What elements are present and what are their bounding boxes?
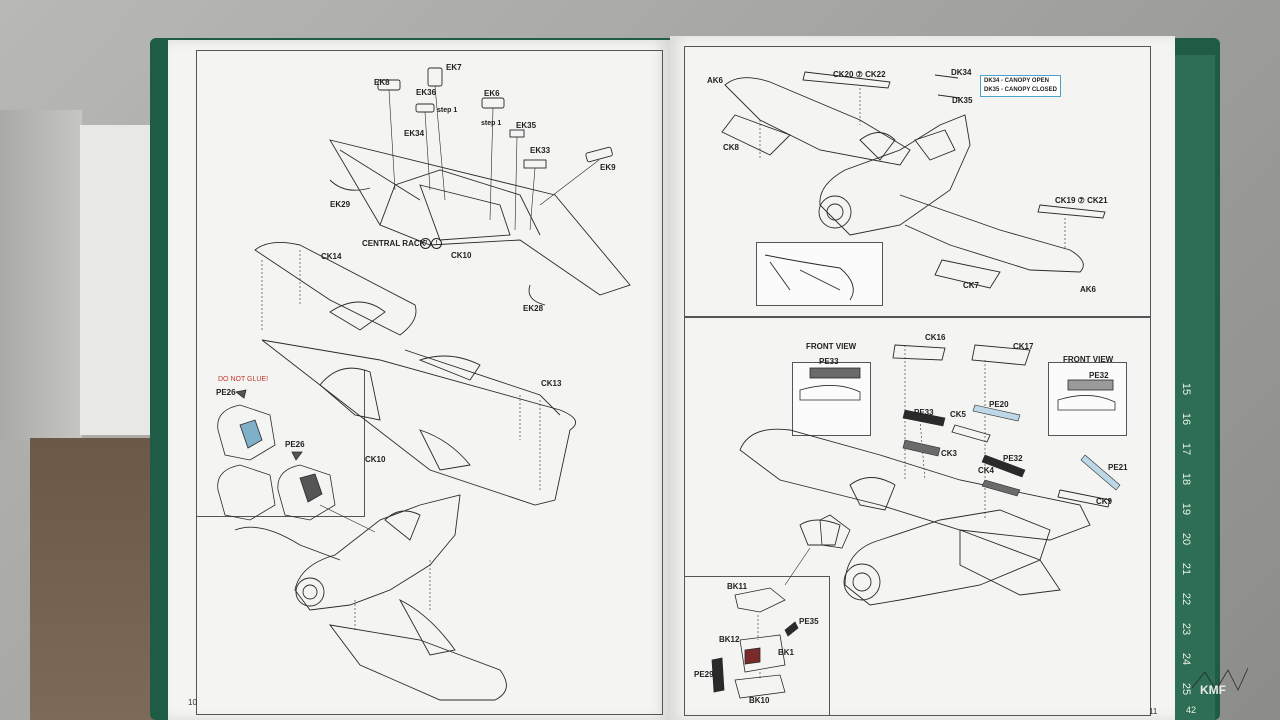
info-icon: ! bbox=[431, 238, 442, 249]
upper-fuselage bbox=[819, 114, 971, 236]
part-label: AK6 bbox=[707, 76, 724, 85]
lower-left-subpanel bbox=[684, 576, 830, 715]
part-label: BK12 bbox=[719, 635, 740, 644]
part-label: BK11 bbox=[727, 582, 748, 591]
ruler-corner-number: 42 bbox=[1186, 705, 1197, 715]
step-label: step 1 bbox=[481, 120, 502, 127]
part-label: CK13 bbox=[541, 379, 562, 388]
part-label: EK28 bbox=[523, 304, 544, 313]
part-label: EK36 bbox=[416, 88, 437, 97]
part-label: CK17 bbox=[1013, 342, 1034, 351]
part-label: CK10 bbox=[365, 455, 386, 464]
part-label: PE33 bbox=[914, 408, 934, 417]
part-label: EK9 bbox=[600, 163, 616, 172]
mat-ruler-strip bbox=[1175, 55, 1215, 720]
part-label: CK19 ⑦ CK21 bbox=[1055, 196, 1108, 205]
part-label: EK7 bbox=[446, 63, 462, 72]
part-label: EK29 bbox=[330, 200, 351, 209]
part-label: PE26 bbox=[285, 440, 305, 449]
upper-right-wing bbox=[899, 194, 1084, 273]
part-label: CK20 ⑦ CK22 bbox=[833, 70, 886, 79]
front-view-label: FRONT VIEW bbox=[806, 342, 857, 351]
question-icon: ? bbox=[420, 238, 431, 249]
fuselage-lower bbox=[294, 494, 461, 611]
part-label: PE33 bbox=[819, 357, 839, 366]
part-label: AK6 bbox=[1080, 285, 1097, 294]
part-label: PE32 bbox=[1003, 454, 1023, 463]
warning-panel-frame bbox=[196, 370, 365, 517]
lower-wing bbox=[739, 428, 1091, 541]
part-label: BK1 bbox=[778, 648, 795, 657]
part-label: PE32 bbox=[1089, 371, 1109, 380]
part-label: EK33 bbox=[530, 146, 551, 155]
part-label: CK10 bbox=[451, 251, 472, 260]
part-label: CK14 bbox=[321, 252, 342, 261]
part-label: PE21 bbox=[1108, 463, 1128, 472]
step-label: step 1 bbox=[437, 107, 458, 114]
part-label: CK5 bbox=[950, 410, 967, 419]
part-label: PE29 bbox=[694, 670, 714, 679]
legend-canopy-closed: DK35 - CANOPY CLOSED bbox=[984, 87, 1057, 93]
page-number: 10 bbox=[188, 698, 197, 707]
right-upper-panel bbox=[684, 46, 1151, 318]
part-label: CK3 bbox=[941, 449, 958, 458]
right-lower-panel bbox=[684, 316, 1151, 716]
part-label: EK35 bbox=[516, 121, 537, 130]
part-label: PE35 bbox=[799, 617, 819, 626]
part-label: DK35 bbox=[952, 96, 973, 105]
lower-fuselage bbox=[844, 509, 1051, 606]
left-page-frame bbox=[196, 50, 663, 715]
fuselage-wing-outline bbox=[261, 339, 577, 506]
part-label: CK16 bbox=[925, 333, 946, 342]
wing-floor-outline bbox=[329, 139, 631, 296]
upper-wing-outline bbox=[254, 241, 417, 336]
part-label: PE26 bbox=[216, 388, 236, 397]
wood-board bbox=[30, 438, 155, 720]
part-label: CK8 bbox=[723, 143, 740, 152]
canopy-legend: DK34 - CANOPY OPEN DK35 - CANOPY CLOSED bbox=[980, 75, 1061, 97]
part-label: CK4 bbox=[978, 466, 995, 475]
part-label: EK6 bbox=[484, 89, 500, 98]
lower-wing-outline bbox=[328, 624, 507, 701]
part-label: CK9 bbox=[1096, 497, 1113, 506]
watermark-text: KMF bbox=[1200, 683, 1226, 697]
warning-label: DO NOT GLUE! bbox=[218, 376, 269, 383]
metal-sheet bbox=[0, 110, 82, 440]
part-label: PE20 bbox=[989, 400, 1009, 409]
legend-canopy-open: DK34 - CANOPY OPEN bbox=[984, 78, 1049, 84]
central-rack-label: CENTRAL RACK bbox=[362, 239, 426, 248]
kmf-logo bbox=[1191, 667, 1249, 691]
detail-inset-upper bbox=[756, 242, 883, 306]
part-label: BK10 bbox=[749, 696, 770, 705]
part-label: CK7 bbox=[963, 281, 980, 290]
page-number: 11 bbox=[1149, 707, 1158, 716]
front-view-label: FRONT VIEW bbox=[1063, 355, 1114, 364]
part-label: EK34 bbox=[404, 129, 425, 138]
part-label: EK8 bbox=[374, 78, 390, 87]
part-label: DK34 bbox=[951, 68, 972, 77]
wingtip-left bbox=[234, 526, 341, 561]
